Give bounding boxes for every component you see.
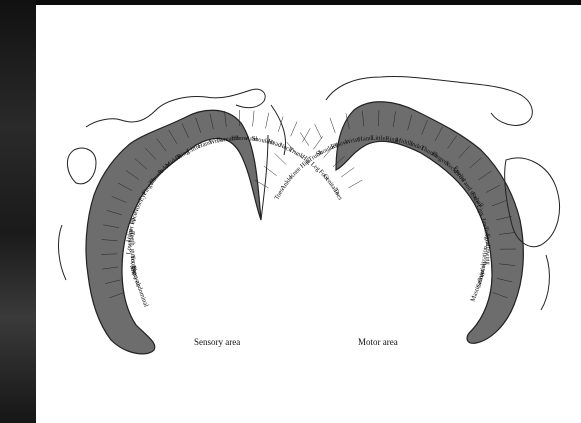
sensory-medial-edge xyxy=(261,135,268,220)
motor-area-caption: Motor area xyxy=(358,337,398,347)
motor-label: Knee xyxy=(288,166,303,181)
motor-label: Little xyxy=(371,135,385,142)
sensory-tick xyxy=(253,111,254,127)
sensory-face-sketch xyxy=(67,148,96,184)
motor-labels: ToesAnkleKneeHipTrunkShoulderElbowWristH… xyxy=(255,110,516,303)
background-photo-edge xyxy=(0,0,36,423)
motor-tick xyxy=(300,132,309,145)
motor-tick xyxy=(315,124,322,138)
sensory-tick xyxy=(291,122,297,137)
sensory-tick xyxy=(341,168,354,177)
sensory-area-caption: Sensory area xyxy=(194,337,240,347)
motor-tick xyxy=(330,118,335,133)
sensory-tick xyxy=(302,128,310,142)
motor-jaw-sketch xyxy=(541,255,549,310)
sensory-tick xyxy=(348,180,362,188)
homunculus-diagram: ToesGenitaliaFootLegHipTrunkNeckHeadShou… xyxy=(36,5,581,423)
sensory-cortex xyxy=(86,110,268,354)
sensory-gray-matter xyxy=(86,110,261,354)
sensory-tick xyxy=(266,113,269,129)
motor-label: Mastication xyxy=(469,271,486,303)
sensory-tongue-sketch xyxy=(59,225,66,280)
